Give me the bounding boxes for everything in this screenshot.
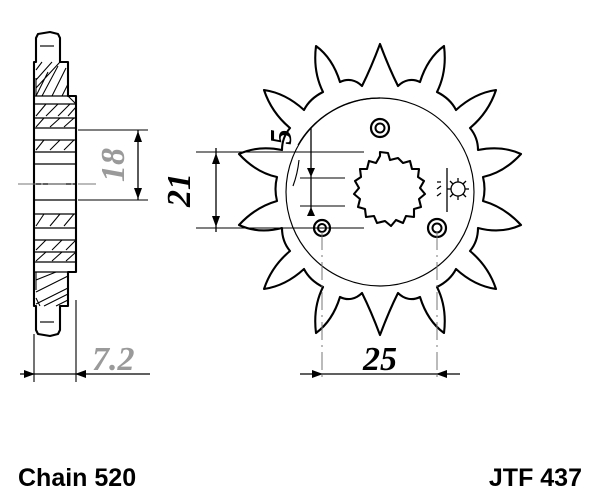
section-view: 18 7.2	[18, 30, 150, 382]
dim25-arrow-right	[436, 370, 447, 378]
dim25-arrow-left	[312, 370, 323, 378]
dim5-arrow-top	[307, 168, 315, 177]
surface-finish-icon	[436, 168, 469, 212]
dimension-7-2: 7.2	[20, 300, 150, 382]
dim21-value: 21	[161, 173, 198, 208]
dim21-arrow-top	[212, 153, 220, 164]
dim18-arrow-top	[134, 131, 142, 142]
dim5-value: 5	[263, 129, 298, 145]
dimension-25: 25	[300, 232, 460, 382]
dim18-arrow-bottom	[134, 188, 142, 199]
chain-label: Chain 520	[18, 464, 136, 492]
section-step-lines	[34, 95, 76, 273]
bolt-hole-top	[369, 117, 391, 139]
dim5-leader-curve	[292, 159, 300, 187]
dimension-21: 21	[161, 148, 364, 232]
face-view: 21 5 25	[161, 42, 523, 382]
dim72-arrow-left	[24, 370, 35, 378]
section-hatch-lower	[35, 271, 69, 307]
dim25-value: 25	[362, 341, 397, 378]
section-hatch-upper	[35, 61, 77, 105]
dim5-arrow-bottom	[307, 207, 315, 216]
sprocket-web-arc	[297, 97, 381, 146]
dim72-arrow-right	[75, 370, 86, 378]
dimension-18: 18	[78, 129, 148, 201]
dim21-arrow-bottom	[212, 216, 220, 227]
sprocket-splined-bore	[352, 150, 427, 228]
dim18-value: 18	[95, 148, 132, 182]
dim72-value: 7.2	[92, 341, 135, 378]
part-number-label: JTF 437	[489, 464, 582, 492]
section-hatch-splines	[35, 103, 77, 262]
dimension-5: 5	[263, 128, 345, 216]
